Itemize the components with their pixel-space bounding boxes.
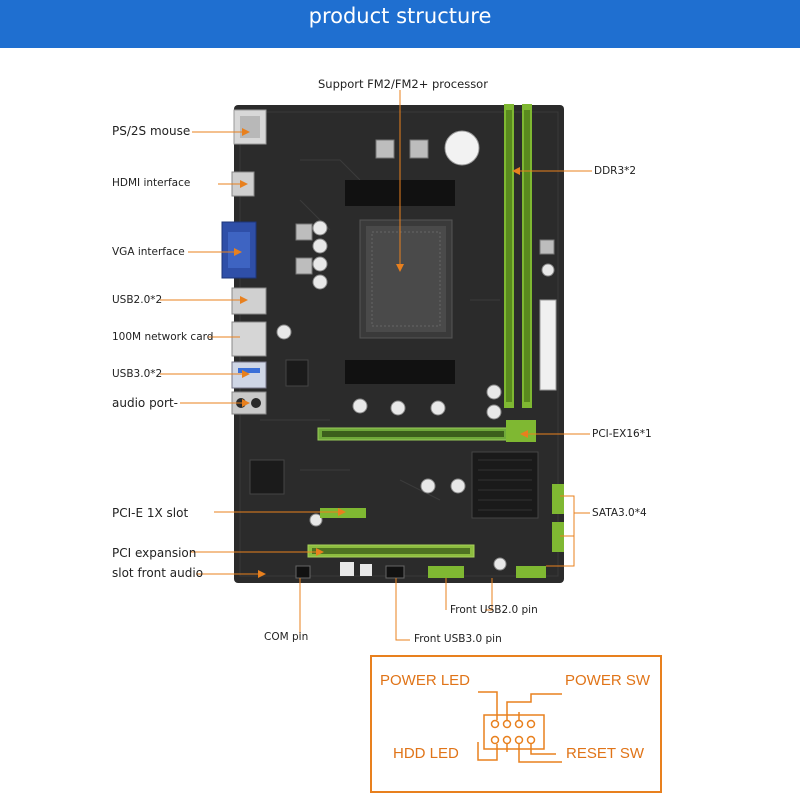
com-header xyxy=(295,565,311,579)
label-front-usb3: Front USB3.0 pin xyxy=(414,633,502,645)
cpu-retention-bottom xyxy=(345,360,455,384)
front-usb-header xyxy=(385,565,405,579)
label-reset-sw: RESET SW xyxy=(566,745,645,762)
usb2-port xyxy=(231,287,267,315)
label-front-audio: slot front audio xyxy=(112,566,204,580)
ddr3-slots xyxy=(504,104,532,408)
super-io-chip xyxy=(249,459,285,495)
label-hdmi: HDMI interface xyxy=(112,177,191,189)
usb3-port xyxy=(231,361,267,389)
header-banner xyxy=(0,0,800,48)
atx-power-connector xyxy=(539,299,557,391)
lan-port xyxy=(231,321,267,357)
front-panel-box xyxy=(370,655,662,793)
label-ps2-mouse: PS/2S mouse xyxy=(112,124,191,138)
cmos-battery xyxy=(444,130,480,166)
audio-chip xyxy=(285,359,309,387)
label-usb3: USB3.0*2 xyxy=(112,368,163,380)
label-vga: VGA interface xyxy=(112,246,185,258)
front-usb3-header xyxy=(428,566,464,578)
label-pcie1: PCI-E 1X slot xyxy=(112,506,189,520)
capacitors xyxy=(276,220,555,571)
label-usb2: USB2.0*2 xyxy=(112,294,163,306)
socket-pin-grid xyxy=(371,231,441,327)
leader-arrows xyxy=(234,128,528,578)
label-audio: audio port- xyxy=(112,396,178,410)
panel-pins xyxy=(490,719,536,745)
front-panel-header-diagram xyxy=(477,691,562,763)
label-ddr3: DDR3*2 xyxy=(594,165,637,177)
page-title: product structure xyxy=(308,4,492,28)
label-com: COM pin xyxy=(264,631,309,643)
leader-lines xyxy=(160,90,592,641)
sata-ports xyxy=(516,484,564,578)
board-traces xyxy=(260,159,500,501)
label-pci-expansion: PCI expansion xyxy=(112,546,197,560)
chipset-heatsink xyxy=(471,451,539,519)
label-power-sw: POWER SW xyxy=(565,672,650,689)
label-network: 100M network card xyxy=(112,331,214,343)
panel-leader-lines xyxy=(477,691,562,763)
label-hdd-led: HDD LED xyxy=(393,745,459,762)
chokes xyxy=(295,139,555,275)
label-sata: SATA3.0*4 xyxy=(592,507,647,519)
label-processor: Support FM2/FM2+ processor xyxy=(318,77,488,91)
label-power-led: POWER LED xyxy=(380,672,471,689)
label-front-usb2: Front USB2.0 pin xyxy=(450,604,538,616)
label-pcie16: PCI-EX16*1 xyxy=(592,428,652,440)
